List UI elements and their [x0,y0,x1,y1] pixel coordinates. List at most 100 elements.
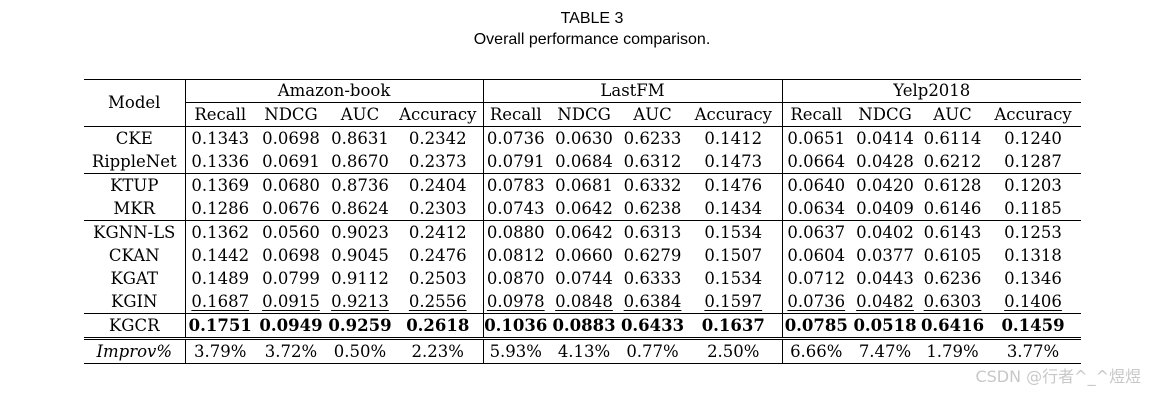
metric-value-text: 0.6105 [923,245,982,265]
metric-value-text: 0.2373 [408,151,467,171]
dataset-header: LastFM [482,79,783,103]
metric-value-text: 0.1287 [1004,151,1062,171]
metric-value-text: 0.2342 [408,128,467,148]
metric-value-text: 0.0812 [486,245,545,265]
metric-value: 0.6143 [920,220,986,244]
metric-value: 0.6313 [620,220,686,244]
metric-value: 0.1473 [685,150,782,174]
improvement-label: Improv% [84,337,185,364]
metric-value: 0.0634 [781,197,851,221]
metric-value-text: 0.8736 [331,175,389,195]
metric-value: 0.2556 [393,290,483,314]
metric-value-text: 0.0482 [856,291,914,311]
metric-value: 0.0640 [781,173,851,197]
metric-value-text: 0.6384 [623,291,682,311]
metric-header: AUC [340,104,380,124]
metric-value-text: 0.6416 [920,315,985,335]
metric-value-text: 0.1343 [191,128,250,148]
metric-value-text: 0.0915 [262,291,320,311]
metric-value: 0.6384 [620,290,685,314]
improvement-value: 0.77% [620,337,686,364]
metric-value: 0.0812 [482,244,549,267]
metric-value-text: 0.9023 [331,222,389,242]
metric-value: 0.6303 [920,290,985,314]
metric-value: 0.6212 [920,150,985,174]
metric-value: 0.1203 [985,173,1082,197]
metric-value: 0.0604 [781,244,851,267]
table-caption: Overall performance comparison. [473,31,711,48]
metric-value-text: 0.6238 [623,198,682,218]
metric-value-text: 0.2404 [408,175,467,195]
metric-value: 0.0660 [548,244,620,267]
metric-value: 0.0712 [781,267,851,290]
metric-value-text: 0.0883 [552,315,616,335]
metric-value: 0.0949 [255,313,327,339]
metric-value-text: 0.1442 [191,245,250,265]
metric-header: Accuracy [994,104,1072,124]
metric-value: 0.0785 [781,313,851,339]
metric-value: 0.1751 [184,313,255,339]
metric-value-text: 0.0660 [555,245,613,265]
metric-value: 0.6416 [920,313,986,339]
metric-value: 0.0799 [255,267,327,290]
improvement-value: 0.50% [327,337,393,364]
metric-value: 0.1287 [985,150,1081,174]
model-name: KTUP [84,173,185,197]
metric-value: 0.0791 [482,150,549,174]
metric-value: 0.6333 [620,267,685,290]
metric-value: 0.1240 [985,126,1082,150]
metric-value: 0.1362 [184,220,255,244]
metric-value: 0.1346 [985,267,1081,290]
metric-value-text: 0.6128 [923,175,982,195]
metric-header: Recall [482,102,549,127]
metric-value-text: 0.1473 [704,151,763,171]
metric-value-text: 0.1346 [1004,268,1062,288]
model-name: MKR [113,198,156,218]
improvement-value: 3.77% [985,337,1082,364]
model-header: Model [84,79,185,127]
metric-value-text: 0.9259 [328,315,392,335]
metric-value: 0.0676 [255,197,327,221]
metric-value-text: 0.1534 [704,222,763,242]
metric-header: AUC [933,104,972,124]
metric-value-text: 0.0637 [787,222,846,242]
metric-value: 0.2412 [393,220,484,244]
metric-value-text: 0.0783 [486,175,545,195]
metric-value-text: 0.1459 [1001,315,1065,335]
metric-value-text: 0.2618 [406,315,470,335]
metric-value: 0.6238 [620,197,685,221]
metric-value: 0.2342 [393,126,484,150]
metric-value-text: 0.2556 [408,291,467,311]
metric-value: 0.8624 [327,197,393,221]
metric-value-text: 0.0640 [787,175,846,195]
metric-value: 0.0428 [850,150,920,174]
metric-value-text: 0.6332 [623,175,682,195]
metric-value: 0.6114 [920,126,986,150]
metric-value: 0.6128 [920,173,986,197]
metric-value-text: 0.1185 [1004,198,1062,218]
metric-value: 0.0518 [850,313,921,339]
metric-value: 0.2503 [393,267,483,290]
metric-value-text: 0.0642 [555,222,613,242]
metric-value: 0.0978 [482,290,549,314]
model-name: KGAT [110,268,159,288]
metric-value-text: 0.1489 [191,268,250,288]
dataset-header: Yelp2018 [781,79,1082,103]
metric-value: 0.2476 [393,244,483,267]
metric-value: 0.0880 [482,220,549,244]
metric-value-text: 0.1336 [191,151,250,171]
metric-value: 0.0642 [548,197,620,221]
metric-value: 0.6105 [920,244,985,267]
metric-value-text: 0.0414 [856,128,914,148]
metric-value-text: 0.1751 [188,315,252,335]
metric-value: 0.6233 [620,126,686,150]
metric-value-text: 0.0880 [486,222,545,242]
metric-value: 0.0744 [548,267,620,290]
improvement-value: 3.72% [255,337,327,364]
metric-value: 0.0377 [850,244,920,267]
watermark: CSDN @行者^_^煜煜 [975,367,1141,386]
